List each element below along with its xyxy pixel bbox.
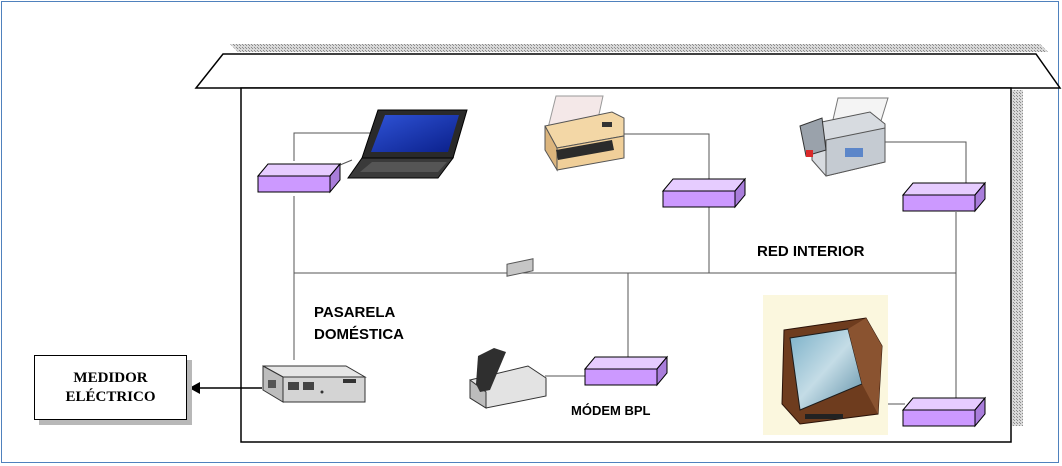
telephone-icon — [469, 258, 547, 409]
home-gateway-label-line1: PASARELA — [314, 304, 396, 321]
home-gateway-label: PASARELA DOMÉSTICA — [314, 302, 404, 346]
roof-shadow — [230, 44, 1048, 426]
television-icon — [763, 295, 888, 435]
electric-meter-box: MEDIDOR ELÉCTRICO — [34, 355, 187, 420]
electric-meter-label-line1: MEDIDOR — [73, 369, 148, 386]
meter-arrow — [189, 382, 262, 394]
home-gateway-icon — [262, 365, 367, 403]
house-roof — [194, 53, 1062, 89]
electric-meter-label-line2: ELÉCTRICO — [65, 388, 156, 405]
home-gateway-label-line2: DOMÉSTICA — [314, 326, 404, 343]
fax-icon — [799, 97, 889, 177]
laptop-icon — [347, 109, 468, 179]
printer-icon — [544, 95, 625, 172]
red-interior-label: RED INTERIOR — [757, 243, 865, 260]
bpl-modem-label: MÓDEM BPL — [571, 403, 651, 418]
